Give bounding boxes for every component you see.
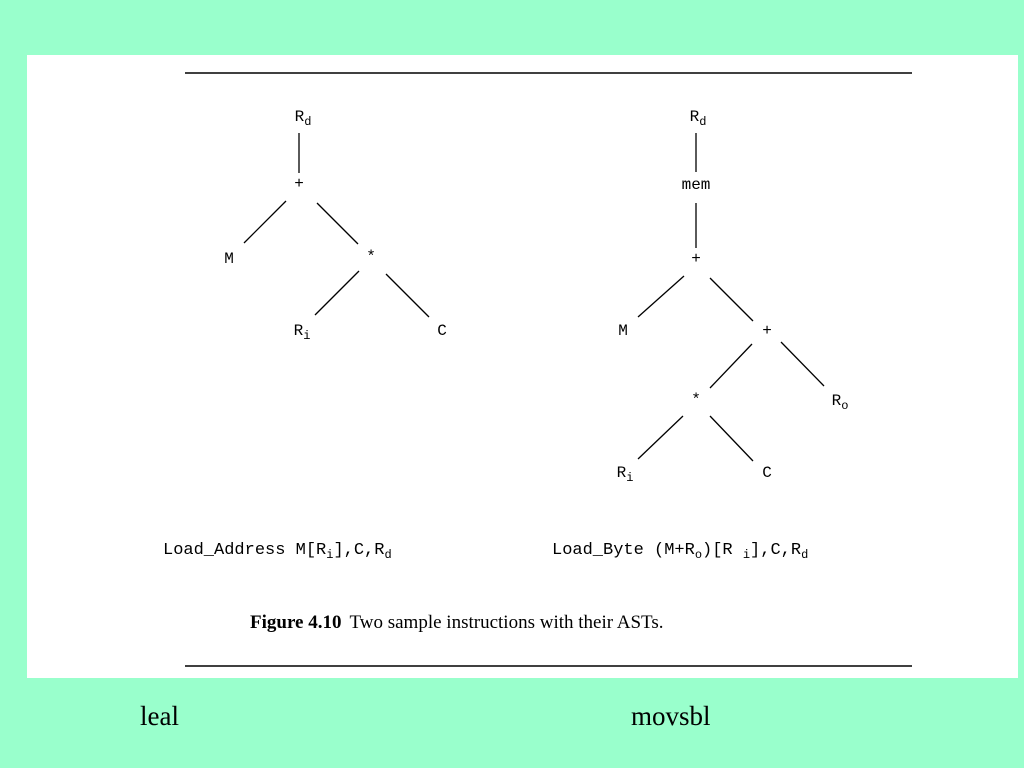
left-edge-times-c [385, 273, 430, 318]
label-movsbl: movsbl [631, 701, 711, 731]
left-node-c: C [437, 322, 447, 340]
left-node-rd: Rd [295, 108, 312, 129]
left-node-plus: + [294, 175, 304, 193]
left-edge-plus-times [316, 202, 359, 245]
left-ast-tree: Rd + M * Ri C [224, 108, 447, 343]
right-node-plus1: + [691, 250, 701, 268]
left-edge-plus-m [243, 200, 287, 244]
caption-text: Two sample instructions with their ASTs. [349, 612, 663, 633]
right-node-mem: mem [682, 176, 711, 194]
right-node-ro: Ro [832, 392, 849, 413]
right-node-rd: Rd [690, 108, 707, 129]
figure-caption: Figure 4.10 Two sample instructions with … [250, 612, 663, 633]
right-node-ri: Ri [617, 464, 634, 485]
caption-label: Figure 4.10 [250, 612, 341, 633]
right-node-plus2: + [762, 322, 772, 340]
right-node-c: C [762, 464, 772, 482]
right-edge-times-ri [637, 415, 684, 460]
left-instruction: Load_Address M[Ri],C,Rd [163, 541, 392, 562]
right-edge-plus2-ro [780, 341, 825, 387]
left-node-ri: Ri [294, 322, 311, 343]
right-instruction: Load_Byte (M+Ro)[R i],C,Rd [552, 541, 808, 562]
right-edge-times-c [709, 415, 754, 462]
left-node-times: * [366, 248, 376, 266]
label-leal: leal [140, 701, 179, 731]
right-edge-plus1-plus2 [709, 277, 754, 322]
right-node-m: M [618, 322, 628, 340]
left-node-m: M [224, 250, 234, 268]
right-edge-plus2-times [709, 343, 753, 389]
left-edge-times-ri [314, 270, 360, 316]
right-node-times: * [691, 391, 701, 409]
right-edge-plus1-m [637, 275, 685, 318]
